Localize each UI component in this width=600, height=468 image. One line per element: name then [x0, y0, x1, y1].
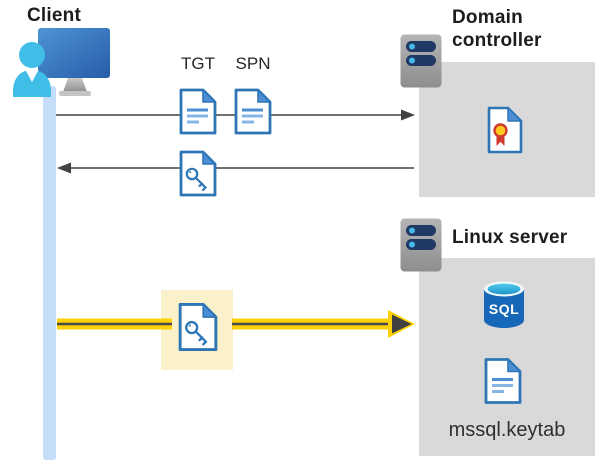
- kerberos-ticket-icon: [178, 302, 218, 352]
- linux-server-label: Linux server: [452, 227, 568, 248]
- spn-label: SPN: [235, 54, 271, 73]
- client-lifeline: [43, 86, 56, 460]
- sql-label: SQL: [489, 301, 519, 317]
- linux-server-icon: [400, 218, 442, 272]
- person-icon: [13, 42, 51, 97]
- client-label: Client: [27, 5, 81, 26]
- domain-controller-server-icon: [400, 34, 442, 88]
- domain-controller-label: Domain controller: [452, 7, 542, 51]
- response-arrow: [57, 162, 414, 174]
- key-icon: [185, 167, 208, 192]
- client-device-icon: [13, 28, 110, 97]
- tgt-label: TGT: [181, 54, 215, 73]
- monitor-icon: [38, 28, 110, 96]
- tgt-ticket-icon: [179, 88, 217, 135]
- sql-connection-arrow: [57, 310, 415, 338]
- key-icon: [185, 320, 208, 346]
- service-ticket-icon: [179, 150, 217, 197]
- keytab-label: mssql.keytab: [448, 419, 566, 441]
- keytab-file-icon: [484, 358, 522, 404]
- request-arrow: [56, 109, 415, 121]
- sql-database-icon: SQL: [484, 281, 524, 328]
- certificate-icon: [487, 106, 523, 154]
- spn-ticket-icon: [234, 88, 272, 135]
